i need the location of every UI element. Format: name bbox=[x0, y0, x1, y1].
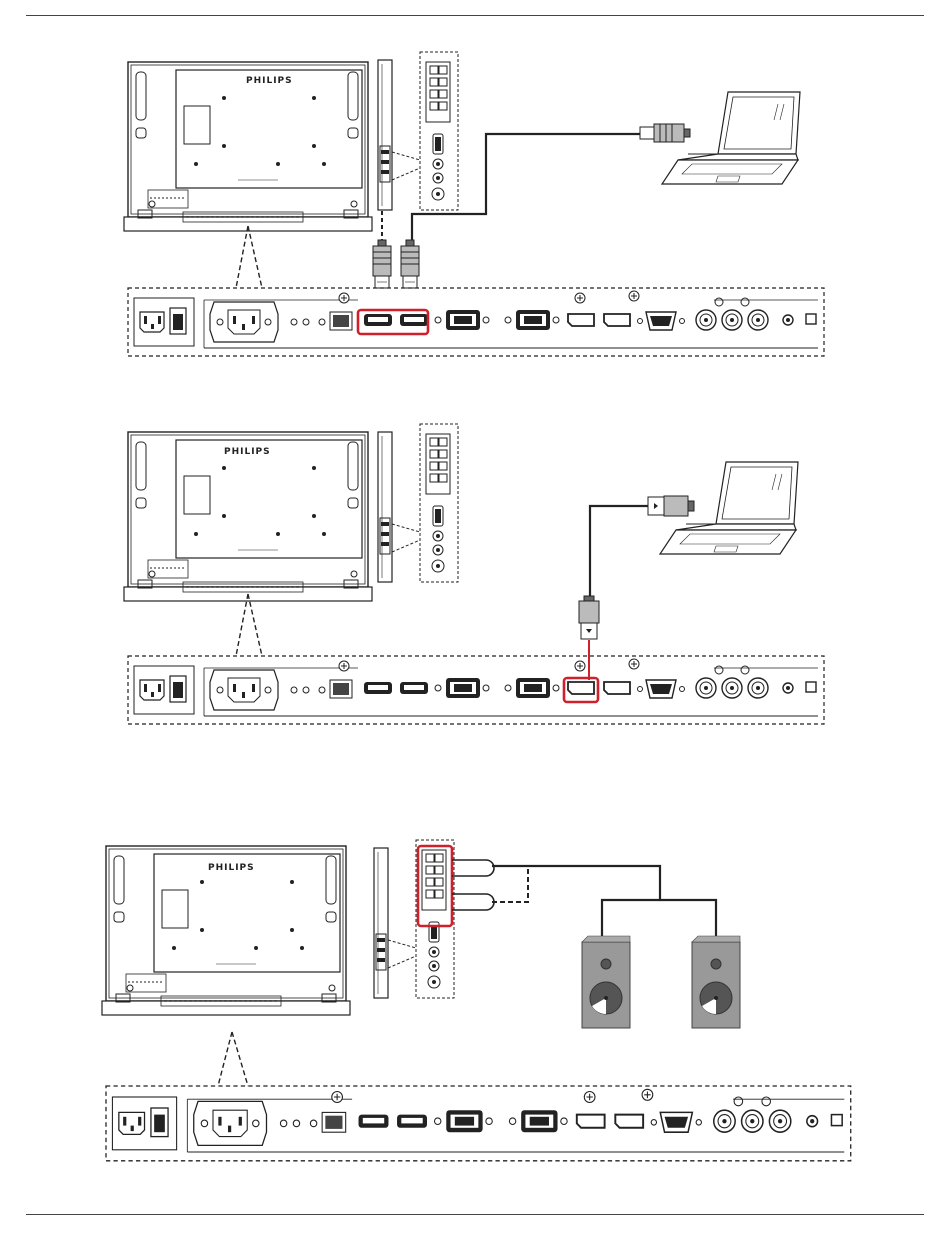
side-terminal-icon bbox=[374, 840, 454, 998]
speaker-icon bbox=[582, 936, 630, 1028]
brand-logo: PHILIPS bbox=[208, 863, 255, 873]
speaker-wire bbox=[452, 894, 494, 910]
connector-panel-icon bbox=[106, 1086, 851, 1161]
speaker-wire bbox=[452, 860, 494, 876]
speaker-connection-diagram: PHILIPS bbox=[0, 0, 950, 1180]
speaker-icon bbox=[692, 936, 740, 1028]
bottom-rule bbox=[26, 1214, 924, 1215]
